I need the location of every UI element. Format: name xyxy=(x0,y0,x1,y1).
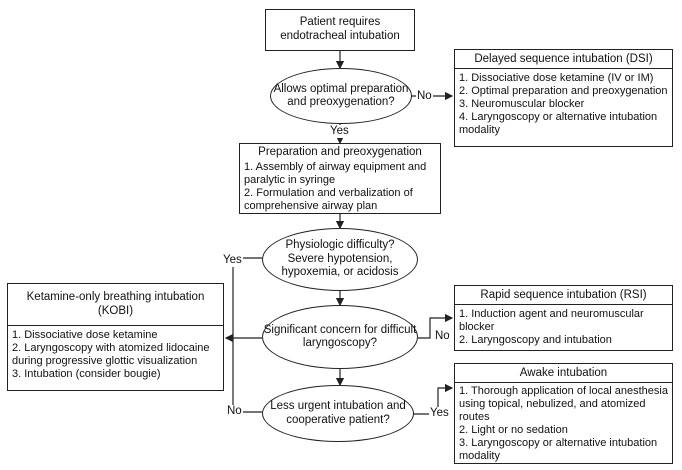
decision-physiologic-line1: Physiologic difficulty? xyxy=(285,239,395,252)
decision-physiologic-line3: hypoxemia, or acidosis xyxy=(281,266,399,279)
decision-physiologic-line2: Severe hypotension, xyxy=(287,252,393,265)
prep-box: Preparation and preoxygenation 1. Assemb… xyxy=(239,143,441,214)
awake-item-1: 1. Thorough application of local anesthe… xyxy=(459,385,668,423)
kobi-box: Ketamine-only breathing intubation (KOBI… xyxy=(7,283,224,391)
rsi-box: Rapid sequence intubation (RSI) 1. Induc… xyxy=(454,285,673,351)
awake-title: Awake intubation xyxy=(455,364,672,383)
label-yes-urgent: Yes xyxy=(429,407,450,420)
start-box: Patient requires endotracheal intubation xyxy=(265,9,415,51)
dsi-item-1: 1. Dissociative dose ketamine (IV or IM) xyxy=(459,72,654,84)
kobi-item-3: 3. Intubation (consider bougie) xyxy=(12,368,161,380)
rsi-list: 1. Induction agent and neuromuscular blo… xyxy=(455,305,672,350)
decision-laryngoscopy-line2: laryngoscopy? xyxy=(302,337,378,349)
arrow-laryngoscopy-to-rsi xyxy=(418,313,454,339)
label-yes-physiologic: Yes xyxy=(222,254,243,267)
decision-urgent-line2: cooperative patient? xyxy=(286,413,390,426)
start-line1: Patient requires xyxy=(299,16,381,28)
rsi-item-2: 2. Laryngoscopy and intubation xyxy=(459,334,612,346)
decision-laryngoscopy: Significant concern for difficult laryng… xyxy=(262,305,418,369)
awake-item-3: 3. Laryngoscopy or alternative intubatio… xyxy=(459,437,658,462)
decision-optimal-line1: Allows optimal preparation xyxy=(273,82,409,95)
awake-box: Awake intubation 1. Thorough application… xyxy=(454,363,673,464)
arrow-urgent-to-awake xyxy=(412,383,454,415)
dsi-item-3: 3. Neuromuscular blocker xyxy=(459,98,585,110)
kobi-title: Ketamine-only breathing intubation (KOBI… xyxy=(8,284,223,326)
kobi-item-1: 1. Dissociative dose ketamine xyxy=(12,329,158,341)
dsi-list: 1. Dissociative dose ketamine (IV or IM)… xyxy=(455,69,672,140)
decision-optimal-line2: and preoxygenation? xyxy=(287,96,395,108)
prep-item-1: 1. Assembly of airway equipment and para… xyxy=(244,160,427,186)
prep-title: Preparation and preoxygenation xyxy=(258,146,422,158)
dsi-item-4: 4. Laryngoscopy or alternative intubatio… xyxy=(459,111,658,136)
decision-optimal-prep: Allows optimal preparation and preoxygen… xyxy=(270,68,412,124)
label-no-laryngoscopy: No xyxy=(434,330,451,343)
rsi-title: Rapid sequence intubation (RSI) xyxy=(455,286,672,305)
start-line2: endotracheal intubation xyxy=(280,29,400,42)
decision-urgent: Less urgent intubation and cooperative p… xyxy=(262,385,414,442)
decision-physiologic: Physiologic difficulty? Severe hypotensi… xyxy=(262,228,418,291)
prep-list: 1. Assembly of airway equipment and para… xyxy=(240,160,440,216)
dsi-item-2: 2. Optimal preparation and preoxygenatio… xyxy=(459,85,668,97)
label-yes-optimal: Yes xyxy=(329,125,350,138)
label-no-urgent: No xyxy=(226,405,243,418)
kobi-item-2: 2. Laryngoscopy with atomized lidocaine … xyxy=(12,342,210,367)
decision-urgent-line1: Less urgent intubation and xyxy=(270,400,406,412)
prep-item-2: 2. Formulation and verbalization of comp… xyxy=(244,186,413,212)
decision-laryngoscopy-line1: Significant concern for difficult xyxy=(263,323,417,336)
awake-list: 1. Thorough application of local anesthe… xyxy=(455,383,672,466)
kobi-list: 1. Dissociative dose ketamine 2. Laryngo… xyxy=(8,326,223,384)
dsi-box: Delayed sequence intubation (DSI) 1. Dis… xyxy=(454,49,673,147)
rsi-item-1: 1. Induction agent and neuromuscular blo… xyxy=(459,308,644,333)
awake-item-2: 2. Light or no sedation xyxy=(459,424,568,436)
dsi-title: Delayed sequence intubation (DSI) xyxy=(455,50,672,69)
label-no-optimal: No xyxy=(416,90,433,103)
